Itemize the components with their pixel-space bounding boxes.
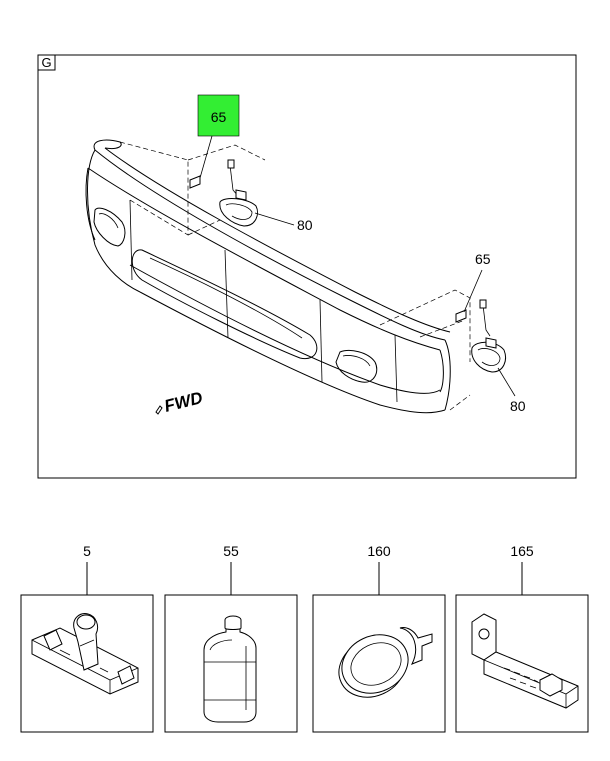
callout-80-lower[interactable]: 80 xyxy=(510,398,526,414)
bumper-drawing xyxy=(85,139,471,414)
fwd-label: FWD xyxy=(162,388,204,416)
part-number-55[interactable]: 55 xyxy=(223,543,239,559)
part-number-5[interactable]: 5 xyxy=(83,543,91,559)
part-box-5[interactable] xyxy=(20,594,154,733)
oil-bottle-icon xyxy=(203,615,257,723)
callout-65-upper-highlight xyxy=(197,94,240,137)
mounting-bracket-icon xyxy=(471,613,579,709)
part-number-165[interactable]: 165 xyxy=(510,543,534,559)
part-box-55[interactable] xyxy=(164,594,298,733)
part-box-160[interactable] xyxy=(312,594,446,733)
clip-bracket-icon xyxy=(31,613,139,695)
upper-clip-65 xyxy=(189,175,201,189)
leader-80-lower xyxy=(497,367,516,397)
part-number-160[interactable]: 160 xyxy=(367,543,391,559)
upper-fog-lamp-80 xyxy=(219,159,258,227)
view-letter: G xyxy=(41,55,51,70)
leader-80-upper xyxy=(254,212,295,226)
view-letter-box xyxy=(37,54,56,71)
part-box-165[interactable] xyxy=(455,594,589,733)
callout-65-lower[interactable]: 65 xyxy=(475,251,491,267)
leader-65-lower xyxy=(463,269,483,313)
callout-80-upper[interactable]: 80 xyxy=(297,217,313,233)
ring-seal-icon xyxy=(338,627,433,698)
callout-65-upper[interactable]: 65 xyxy=(211,109,227,125)
fwd-arrow-icon xyxy=(155,405,163,415)
lower-fog-lamp-80 xyxy=(471,299,506,373)
lower-clip-65 xyxy=(455,309,467,323)
main-view-frame xyxy=(37,54,577,479)
fwd-indicator: FWD xyxy=(155,388,205,416)
leader-65-upper xyxy=(199,135,213,179)
